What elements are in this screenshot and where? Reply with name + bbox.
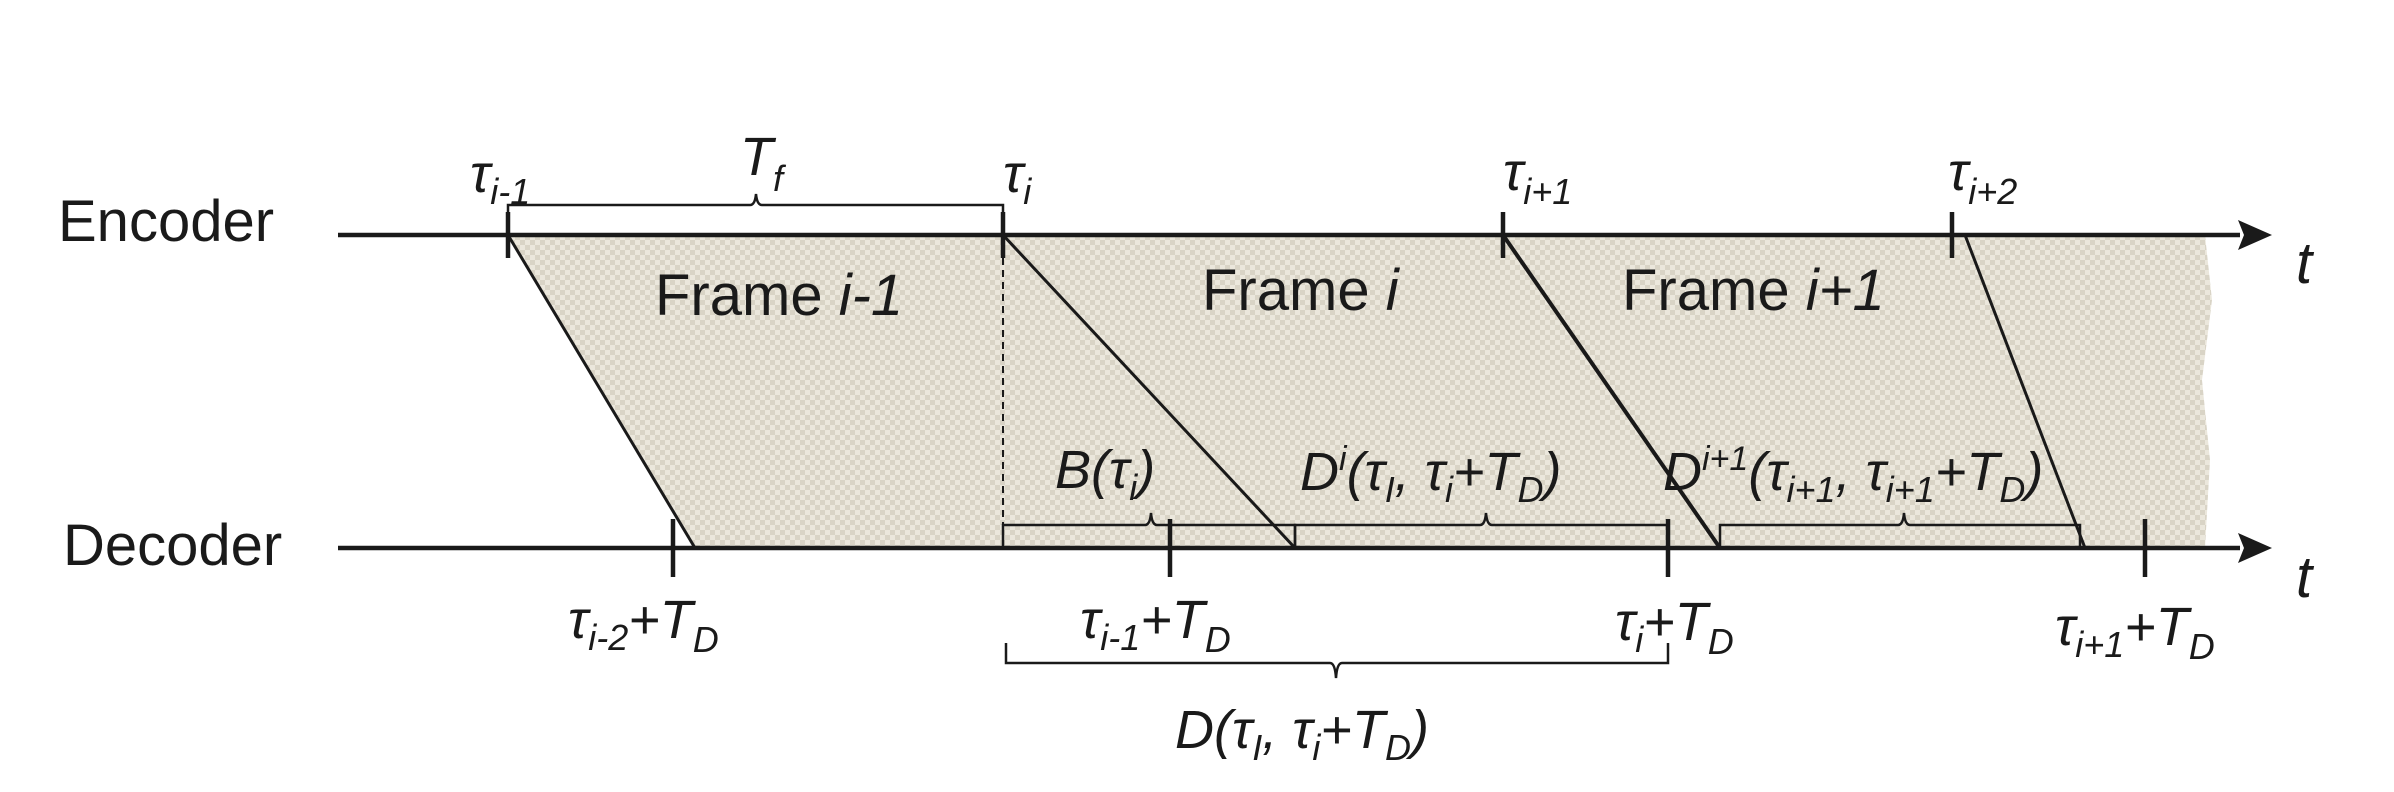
frame-i-minus-1-label: Frame i-1	[655, 263, 903, 328]
di-brace	[1293, 512, 1670, 548]
tau-i-label: τi	[1003, 144, 1032, 212]
encoder-label: Encoder	[58, 189, 274, 254]
tau-i-plus-1-plus-td-label: τi+1+TD	[2055, 597, 2215, 667]
tau-i-minus-2-plus-td-label: τi-2+TD	[568, 590, 719, 660]
encoder-time-label: t	[2296, 231, 2315, 296]
di-label: Di(τI, τi+TD)	[1300, 440, 1562, 510]
total-delay-brace	[1004, 643, 1670, 679]
tau-i-plus-td-label: τi+TD	[1615, 592, 1734, 662]
dip1-label: Di+1(τi+1, τi+1+TD)	[1663, 440, 2043, 510]
buffer-brace	[1001, 512, 1297, 548]
total-delay-label: D(τI, τi+TD)	[1175, 700, 1429, 768]
frame-period-label: Tf	[740, 127, 787, 199]
frame-i-label: Frame i	[1202, 258, 1401, 323]
encoder-axis-arrowhead	[2238, 220, 2272, 250]
frame-period-brace	[506, 193, 1005, 218]
shaded-transmission-region	[508, 235, 2212, 548]
frame-i-transmission-line	[1001, 233, 1297, 550]
frame-i-plus-1-label: Frame i+1	[1622, 258, 1885, 323]
frame-i-plus-2-transmission-line	[1963, 234, 2087, 549]
buffer-label: B(τi)	[1055, 440, 1155, 508]
decoder-axis-arrowhead	[2238, 533, 2272, 563]
tau-i-plus-2-label: τi+2	[1948, 142, 2017, 212]
decoder-label: Decoder	[63, 513, 282, 578]
tau-i-minus-1-plus-td-label: τi-1+TD	[1080, 590, 1231, 660]
frame-i-minus-1-transmission-line	[506, 234, 697, 549]
dip1-brace	[1718, 512, 2082, 548]
decoder-time-label: t	[2296, 545, 2315, 610]
frame-i-plus-1-transmission-line	[1501, 233, 1722, 550]
tau-i-plus-1-label: τi+1	[1503, 142, 1572, 212]
tau-i-minus-1-label: τi-1	[470, 144, 530, 212]
